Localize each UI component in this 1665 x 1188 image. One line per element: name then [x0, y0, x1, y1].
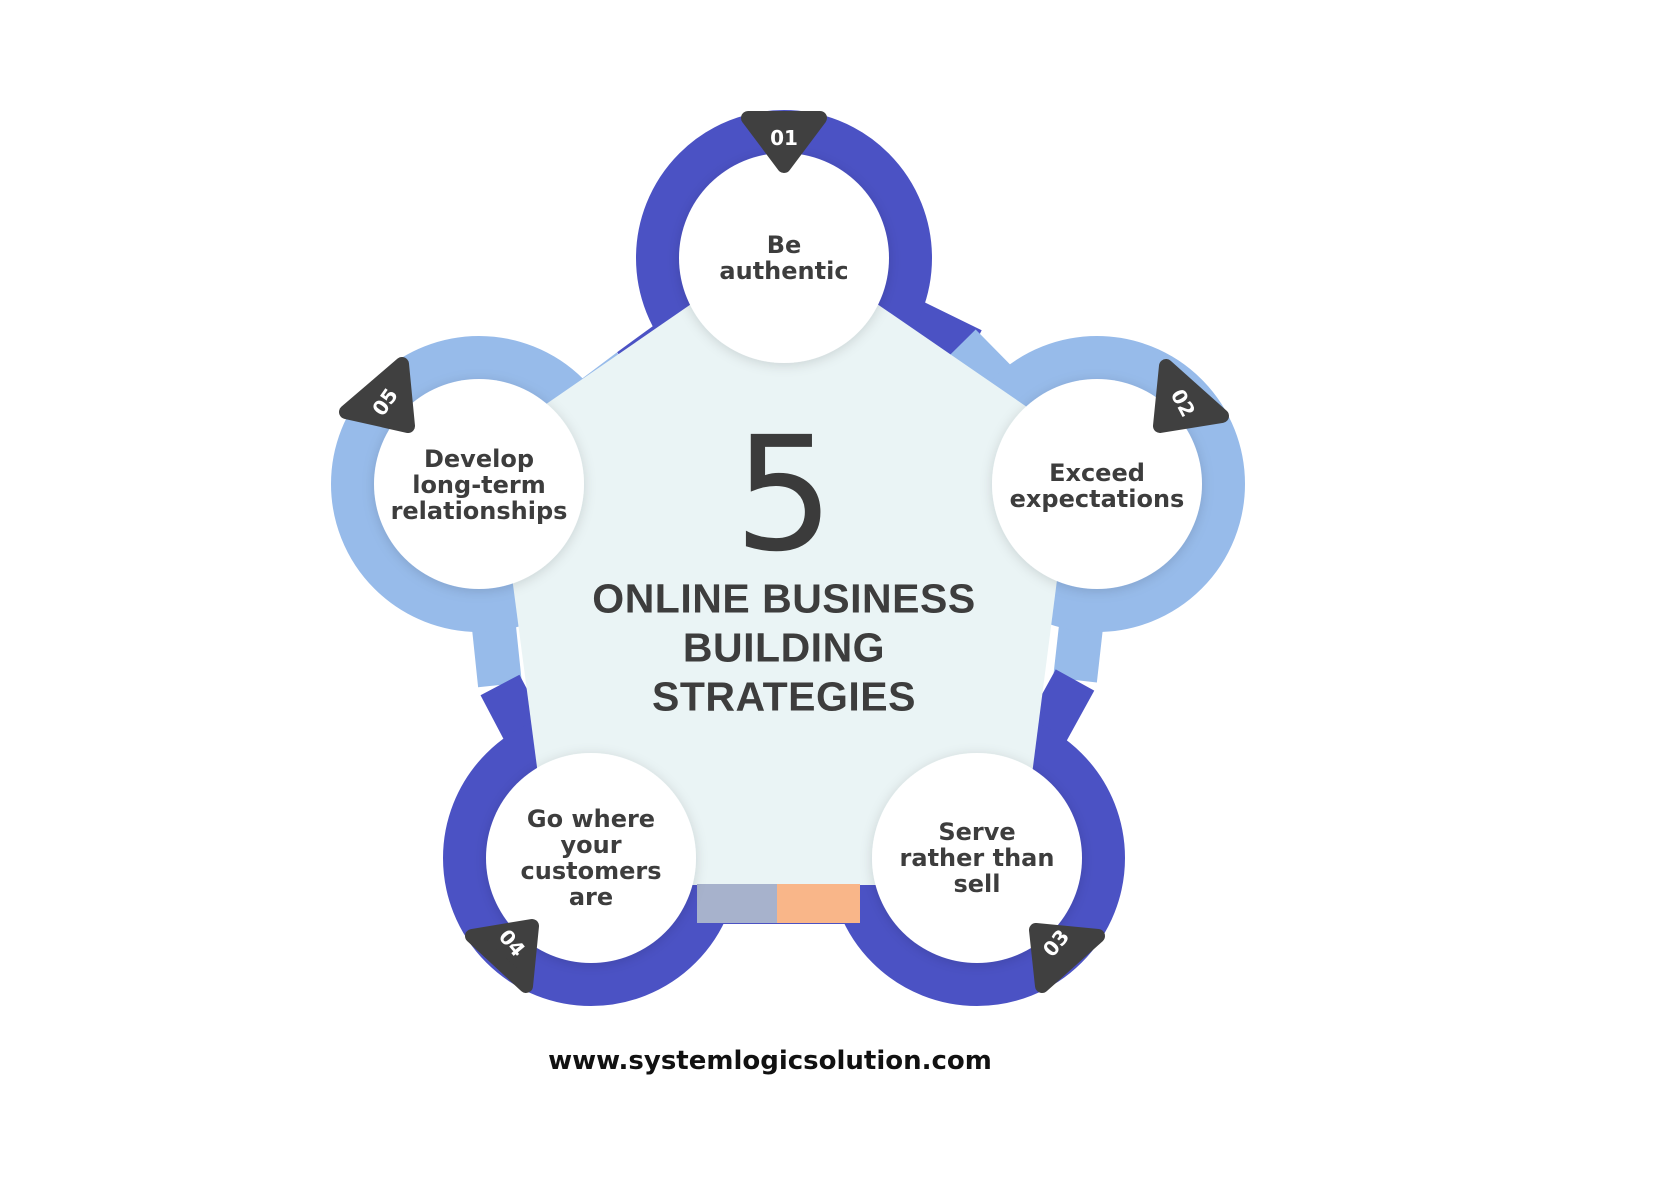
step-04-label: Go where your customers are [520, 805, 662, 911]
badge-03-shape [1029, 923, 1105, 993]
node-circles [374, 153, 1202, 963]
step-05-label: Develop long-term relationships [390, 445, 568, 525]
badge-05-shape [339, 357, 415, 433]
center-number: 5 [733, 403, 835, 587]
node-circle-03 [872, 753, 1082, 963]
badges [339, 111, 1229, 993]
badge-02-shape [1153, 359, 1229, 433]
accent-gray-block [697, 884, 777, 923]
node-circle-04 [486, 753, 696, 963]
badge-01-shape [741, 111, 827, 173]
node-circle-02 [992, 379, 1202, 589]
accent-peach-block [777, 884, 860, 923]
node-circle-05 [374, 379, 584, 589]
step-01-label: Be authentic [719, 231, 849, 285]
footer-url[interactable]: www.systemlogicsolution.com [548, 1046, 992, 1076]
center-title: ONLINE BUSINESS BUILDING STRATEGIES [592, 575, 976, 720]
badge-01: 01 [770, 126, 798, 150]
step-02-label: Exceed expectations [1009, 459, 1185, 513]
badge-04-shape [465, 919, 539, 993]
step-03-label: Serve rather than sell [899, 818, 1055, 898]
node-circle-01 [679, 153, 889, 363]
